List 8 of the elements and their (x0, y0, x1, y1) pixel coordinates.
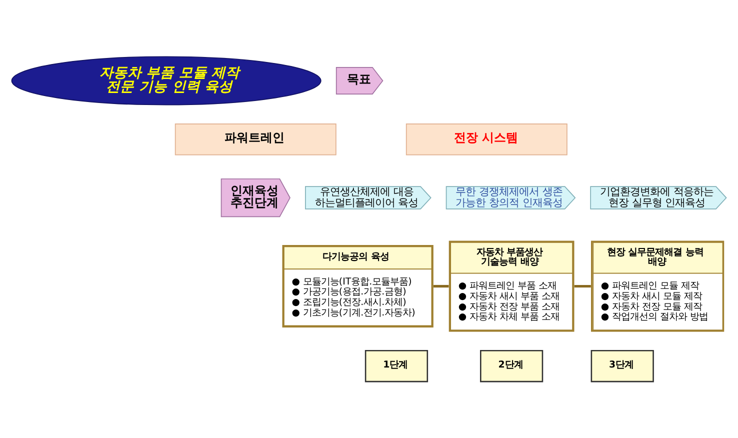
connector (574, 284, 591, 288)
node-box: 전장 시스템 (406, 123, 568, 156)
node-box: 1단계 (364, 350, 428, 382)
connector (434, 284, 449, 288)
node-box: 파워트레인 (174, 123, 336, 156)
node-ellipse: 자동차 부품 모듈 제작 전문 기능 인력 육성 (11, 56, 322, 106)
node-box: 3단계 (590, 350, 654, 382)
node-box: 2단계 (480, 350, 544, 382)
